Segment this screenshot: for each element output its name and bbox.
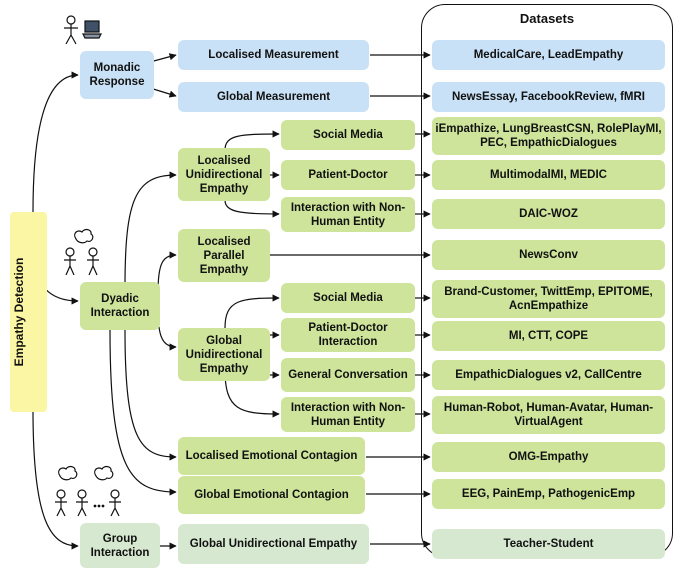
node-global-measurement: Global Measurement [178,82,369,112]
dataset-d4: MultimodalMI, MEDIC [432,160,665,190]
node-gu-non-human-entity: Interaction with Non-Human Entity [281,397,415,432]
node-localised-emotional-contagion: Localised Emotional Contagion [178,437,365,475]
dataset-d12: EEG, PainEmp, PathogenicEmp [432,479,665,509]
edge-dyadic-lp [157,251,177,294]
dataset-d6: NewsConv [432,240,665,270]
node-gu-general-conversation: General Conversation [281,358,415,392]
node-global-unidirectional-empathy: Global Unidirectional Empathy [178,328,270,381]
edge-lu-nonhuman [224,199,280,218]
node-global-emotional-contagion: Global Emotional Contagion [178,476,365,514]
edge-lu-social [224,130,280,151]
dataset-d1: MedicalCare, LeadEmpathy [432,40,665,70]
edge-dyadic-gc [109,329,177,496]
person-laptop-icon [64,15,102,45]
edge-gu-social [224,294,280,329]
node-group-interaction: Group Interaction [80,523,160,568]
edge-dyadic-lc [124,329,177,461]
datasets-title: Datasets [519,11,575,26]
node-lu-non-human-entity: Interaction with Non-Human Entity [281,197,415,232]
root-node [10,212,47,412]
dataset-d2: NewsEssay, FacebookReview, fMRI [432,82,665,112]
node-dyadic-interaction: Dyadic Interaction [80,282,160,330]
node-localised-parallel-empathy: Localised Parallel Empathy [178,229,270,282]
edge-root-group [32,409,79,550]
dataset-d11: OMG-Empathy [432,442,665,472]
node-group-global-unidirectional-empathy: Global Unidirectional Empathy [178,524,369,564]
dataset-d5: DAIC-WOZ [432,199,665,229]
root-label: Empathy Detection [12,257,26,367]
group-speech-icon [55,465,121,517]
node-lu-social-media: Social Media [281,120,415,150]
dataset-d10: Human-Robot, Human-Avatar, Human-Virtual… [432,396,665,434]
node-localised-measurement: Localised Measurement [178,40,369,70]
edge-monadic-localised [149,53,177,63]
edge-dyadic-gu [157,309,177,351]
node-localised-unidirectional-empathy: Localised Unidirectional Empathy [178,148,270,201]
two-people-speech-icon [64,228,99,276]
dataset-d8: MI, CTT, COPE [432,321,665,351]
edge-root-monadic [32,71,79,213]
dataset-d7: Brand-Customer, TwittEmp, EPITOME, AcnEm… [432,280,665,318]
dataset-d13: Teacher-Student [432,529,665,559]
dataset-d3: iEmpathize, LungBreastCSN, RolePlayMI, P… [432,117,665,155]
node-monadic-response: Monadic Response [80,51,154,99]
node-gu-social-media: Social Media [281,283,415,313]
edge-monadic-global [149,87,177,98]
node-gu-patient-doctor-interaction: Patient-Doctor Interaction [281,318,415,352]
node-lu-patient-doctor: Patient-Doctor [281,160,415,190]
dataset-d9: EmpathicDialogues v2, CallCentre [432,360,665,390]
edge-dyadic-lu [124,171,177,288]
